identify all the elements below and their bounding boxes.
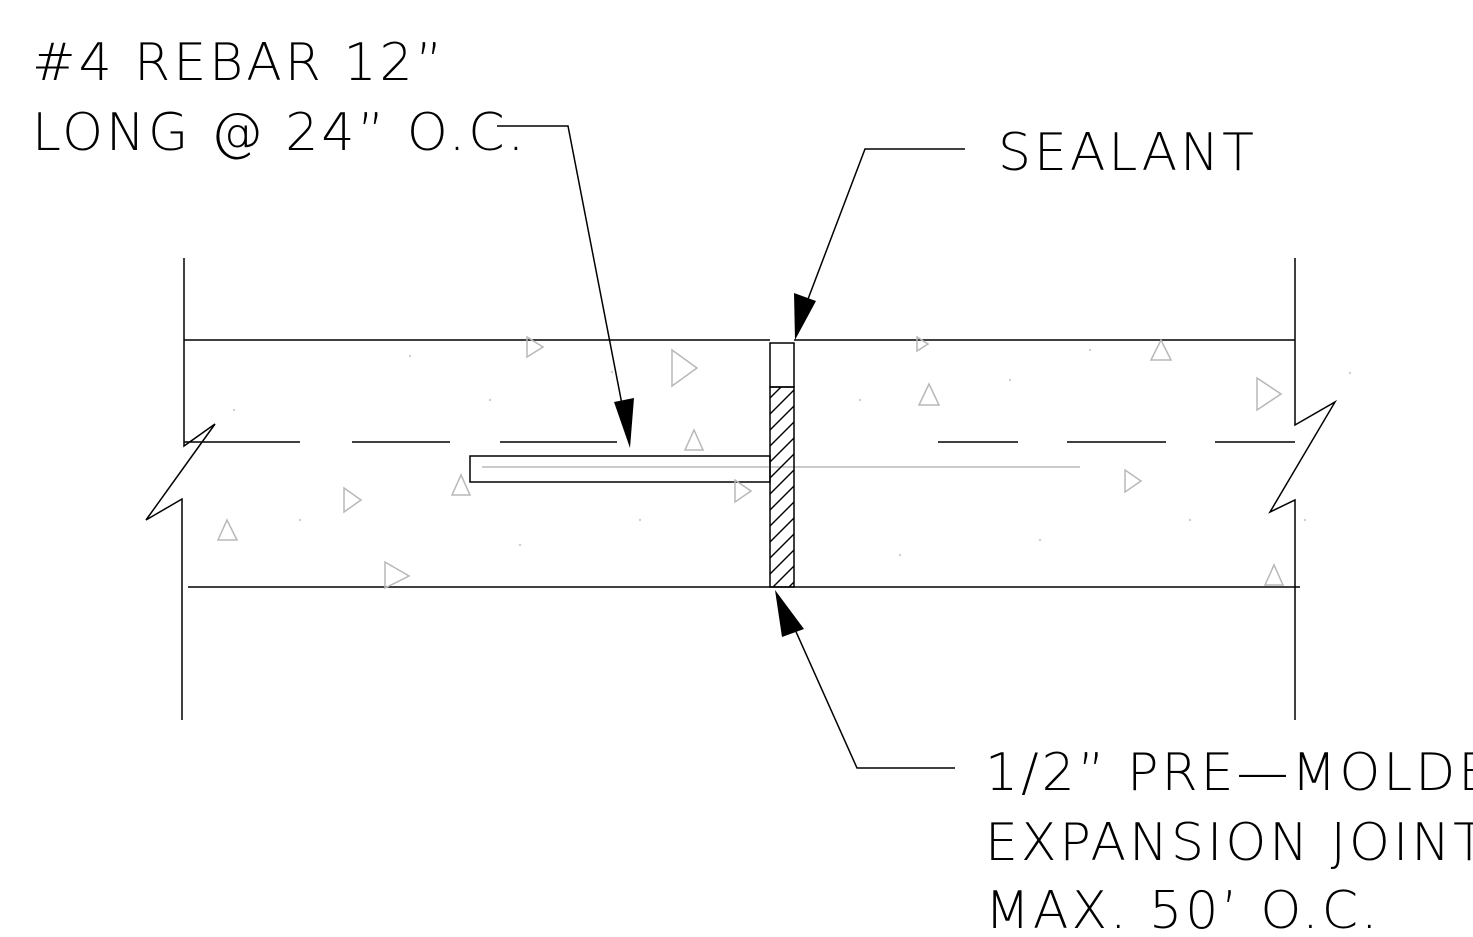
- rebar-label-line1: #4 REBAR 12”: [32, 33, 446, 93]
- left-break-line: [145, 258, 216, 720]
- sealant-cap: [769, 342, 795, 388]
- rebar-leader: [497, 125, 634, 448]
- joint-leader: [775, 590, 955, 769]
- slab-outline: [184, 339, 1300, 588]
- sealant-leader-arrowhead: [794, 293, 816, 340]
- joint-leader-arrowhead: [775, 590, 804, 637]
- joint-label-line3: MAX. 50’ O.C.: [985, 881, 1381, 937]
- rebar-leader-arrowhead: [614, 398, 634, 448]
- rebar-label-line2: LONG @ 24” O.C.: [32, 103, 527, 163]
- premolded-filler: [769, 386, 795, 588]
- expansion-joint: [769, 342, 795, 588]
- sealant-label: SEALANT: [998, 123, 1257, 183]
- aggregate-symbols: [216, 335, 1352, 590]
- joint-label-line1: 1/2” PRE—MOLDED: [985, 743, 1473, 803]
- sealant-leader: [794, 148, 965, 340]
- right-break-line: [1268, 258, 1338, 720]
- rebar-sleeve: [469, 455, 771, 483]
- joint-label-line2: EXPANSION JOINT: [985, 813, 1473, 873]
